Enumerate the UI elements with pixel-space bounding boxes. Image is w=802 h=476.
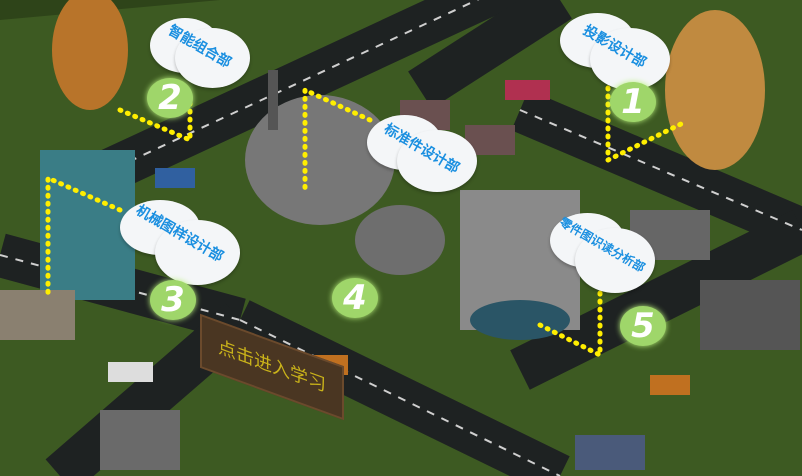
department-4-badge[interactable]: 4	[332, 278, 378, 318]
cloud-label-department-1[interactable]: 投影设计部	[555, 8, 675, 90]
department-2-badge[interactable]: 2	[147, 78, 193, 118]
cloud-label-department-2[interactable]: 智能组合部	[140, 8, 260, 88]
department-3-badge[interactable]: 3	[150, 280, 196, 320]
cloud-label-department-3[interactable]: 机械图样设计部	[115, 195, 245, 285]
cloud-label-department-5[interactable]: 零件图识读分析部	[545, 208, 660, 293]
cloud-label-department-4[interactable]: 标准件设计部	[362, 110, 482, 192]
connector-dots	[45, 77, 688, 360]
department-1-badge[interactable]: 1	[610, 82, 656, 122]
department-5-badge[interactable]: 5	[620, 306, 666, 346]
